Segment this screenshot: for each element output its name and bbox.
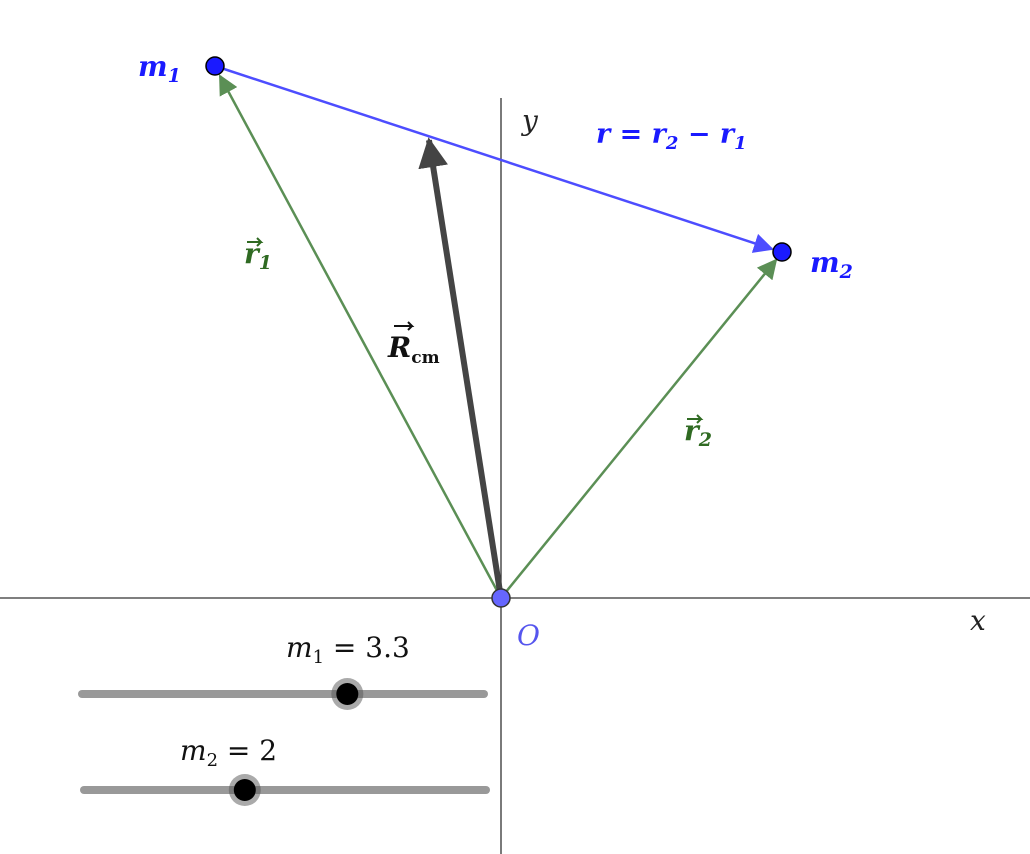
label-r1: r1 bbox=[244, 237, 272, 274]
y-axis-label: y bbox=[520, 104, 539, 137]
label-r2: r2 bbox=[684, 414, 712, 451]
vector-r2[interactable] bbox=[500, 258, 778, 599]
svg-text:Rcm: Rcm bbox=[387, 331, 440, 368]
vector-r-relative[interactable] bbox=[214, 64, 774, 253]
slider-m2-handle[interactable] bbox=[233, 779, 256, 801]
point-m2[interactable] bbox=[772, 242, 792, 262]
vector-r-cm[interactable] bbox=[418, 137, 504, 599]
slider-m2[interactable]: m2 = 2 bbox=[80, 734, 490, 806]
label-relative-equation: r = r2 − r1 bbox=[596, 119, 747, 154]
label-m1: m1 bbox=[138, 50, 181, 87]
origin-point[interactable] bbox=[491, 588, 511, 608]
x-axis-label: x bbox=[970, 604, 986, 637]
label-m2: m2 bbox=[810, 246, 853, 283]
origin-label: O bbox=[517, 619, 540, 652]
slider-m1[interactable]: m1 = 3.3 bbox=[78, 631, 488, 710]
slider-m2-label: m2 = 2 bbox=[180, 734, 277, 771]
svg-text:r = r2 − r1: r = r2 − r1 bbox=[596, 119, 747, 154]
label-r-cm: Rcm bbox=[387, 321, 440, 368]
vector-r1[interactable] bbox=[218, 74, 503, 599]
slider-m1-handle[interactable] bbox=[336, 683, 359, 705]
point-m1[interactable] bbox=[205, 56, 225, 76]
slider-m1-label: m1 = 3.3 bbox=[286, 631, 410, 668]
